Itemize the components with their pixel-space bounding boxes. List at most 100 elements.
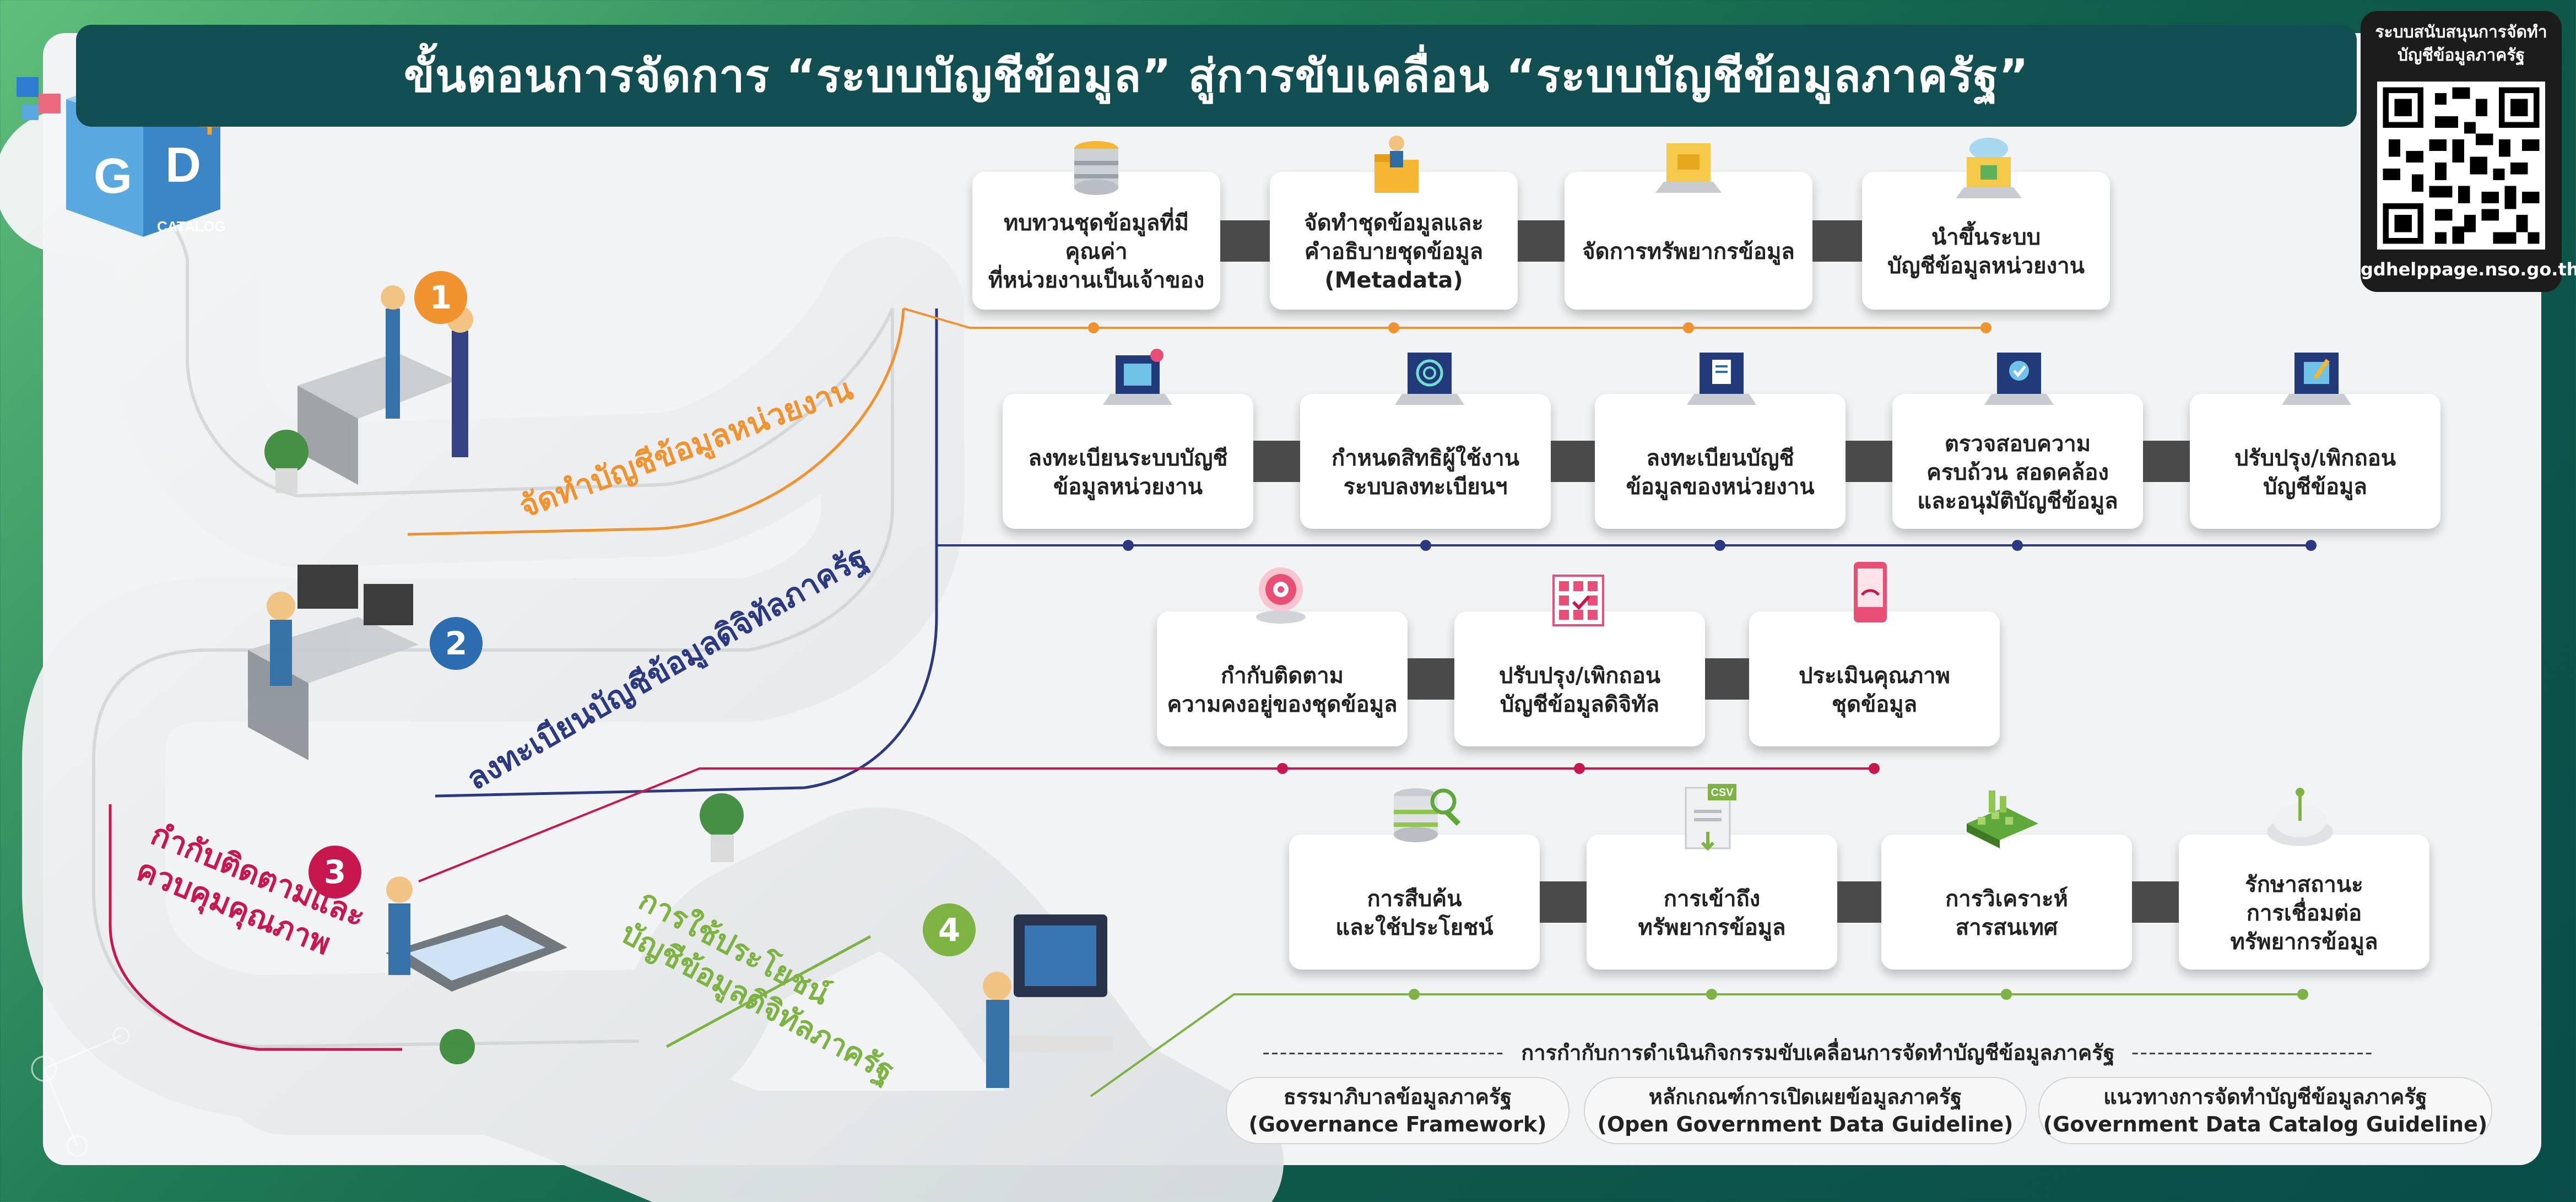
row4-card-access-resources: การเข้าถึงทรัพยากรข้อมูล (1587, 835, 1837, 970)
row1-connector (1812, 220, 1862, 262)
card-text-line: กำกับติดตาม (1220, 663, 1344, 689)
database-icon (1074, 141, 1118, 195)
card-text-line: จัดทำชุดข้อมูลและ (1304, 210, 1484, 236)
row3-card-update-digital-catalog: ปรับปรุง/เพิกถอนบัญชีข้อมูลดิจิทัล (1454, 611, 1705, 746)
governance-heading: ---------------------------- การกำกับการ… (1226, 1036, 2410, 1069)
card-text-line: ที่หน่วยงานเป็นเจ้าของ (988, 268, 1205, 293)
row1-card-prepare-metadata: จัดทำชุดข้อมูลและคำอธิบายชุดข้อมูล (Metad… (1270, 172, 1518, 310)
card-text-line: การเชื่อมต่อ (2246, 900, 2362, 926)
laptop-folder-icon (1655, 143, 1722, 193)
stage-2-number: 2 (430, 617, 483, 670)
pill-en-text: (Open Government Data Guideline) (1597, 1112, 2014, 1136)
card-text-line: นำขึ้นระบบ (1931, 225, 2041, 250)
pill-th-text: ธรรมาภิบาลข้อมูลภาครัฐ (1283, 1085, 1512, 1109)
row2-card-register-system: ลงทะเบียนระบบบัญชีข้อมูลหน่วยงาน (1003, 394, 1253, 529)
governance-title: การกำกับการดำเนินกิจกรรมขับเคลื่อนการจัด… (1521, 1040, 2115, 1065)
row1-connector (1518, 220, 1565, 262)
row3-connector (1705, 658, 1749, 700)
card-text-line: การเข้าถึง (1663, 886, 1761, 912)
folder-person-icon (1374, 136, 1419, 193)
row4-card-analytics: การวิเคราะห์สารสนเทศ (1881, 835, 2132, 970)
row3-connector (1408, 658, 1454, 700)
row1-card-manage-resources: จัดการทรัพยากรข้อมูล (1565, 172, 1812, 310)
card-text-line: ทรัพยากรข้อมูล (2230, 929, 2378, 955)
governance-framework-pill[interactable]: ธรรมาภิบาลข้อมูลภาครัฐ (Governance Frame… (1226, 1077, 1570, 1144)
card-text-line: กำหนดสิทธิผู้ใช้งาน (1331, 445, 1519, 471)
document-laptop-icon (1687, 353, 1756, 405)
card-text-line: และใช้ประโยชน์ (1335, 914, 1493, 940)
pill-th-text: หลักเกณฑ์การเปิดเผยข้อมูลภาครัฐ (1648, 1085, 1962, 1109)
row4-connector (1540, 881, 1587, 923)
row2-card-register-catalog: ลงทะเบียนบัญชีข้อมูลของหน่วยงาน (1595, 394, 1846, 529)
card-text-line: ข้อมูลของหน่วยงาน (1626, 474, 1815, 500)
card-text-line: การสืบค้น (1367, 886, 1462, 912)
card-text-line: (Metadata) (1324, 268, 1463, 293)
qr-support-box[interactable]: ระบบสนับสนุนการจัดทำ บัญชีข้อมูลภาครัฐ g… (2361, 11, 2576, 292)
card-text-line: ลงทะเบียนระบบบัญชี (1028, 445, 1228, 471)
row4-card-maintain-connection: รักษาสถานะการเชื่อมต่อทรัพยากรข้อมูล (2179, 835, 2429, 970)
card-text-line: บัญชีข้อมูลดิจิทัล (1500, 691, 1660, 717)
card-text-line: ทบทวนชุดข้อมูลที่มีคุณค่า (1003, 210, 1189, 264)
row2-connector (1253, 441, 1300, 482)
row1-connector (1220, 220, 1270, 262)
pill-en-text: (Governance Framework) (1248, 1112, 1547, 1136)
row2-connector (2143, 441, 2190, 482)
logo-catalog-text: CATALOG (157, 218, 226, 235)
row4-card-search-use: การสืบค้นและใช้ประโยชน์ (1289, 835, 1540, 970)
row4-connector (2132, 881, 2179, 923)
card-text-line: บัญชีข้อมูล (2263, 474, 2367, 500)
heading-dash-right: ---------------------------- (2131, 1040, 2374, 1064)
card-text-line: ตรวจสอบความ (1944, 431, 2091, 457)
card-text-line: คำอธิบายชุดข้อมูล (1304, 239, 1484, 264)
cloud-link-icon (2267, 788, 2333, 846)
stage-1-number: 1 (414, 271, 467, 324)
grid-check-icon (1552, 575, 1604, 626)
card-text-line: ลงทะเบียนบัญชี (1646, 445, 1794, 471)
page-title: ขั้นตอนการจัดการ “ระบบบัญชีข้อมูล” สู่กา… (76, 25, 2357, 127)
approval-laptop-icon (1984, 353, 2054, 405)
qr-url[interactable]: gdhelppage.nso.go.th (2361, 259, 2576, 280)
row4-connector (1837, 881, 1881, 923)
card-text-line: ครบถ้วน สอดคล้อง (1926, 459, 2109, 485)
target-icon (1256, 567, 1306, 624)
row1-card-upload-system: นำขึ้นระบบบัญชีข้อมูลหน่วยงาน (1862, 172, 2110, 310)
row2-connector (1846, 441, 1892, 482)
card-text-line: ปรับปรุง/เพิกถอน (1498, 663, 1661, 689)
qr-caption-line1: ระบบสนับสนุนการจัดทำ (2375, 23, 2547, 42)
qr-caption: ระบบสนับสนุนการจัดทำ บัญชีข้อมูลภาครัฐ (2361, 21, 2562, 67)
row2-card-verify-approve: ตรวจสอบความครบถ้วน สอดคล้องและอนุมัติบัญ… (1892, 394, 2143, 529)
quality-gauge-icon (1854, 562, 1887, 622)
stage-3-number: 3 (309, 846, 361, 898)
cloud-upload-icon (1956, 138, 2022, 198)
card-text-line: และอนุมัติบัญชีข้อมูล (1917, 488, 2118, 514)
card-text-line: รักษาสถานะ (2245, 871, 2363, 897)
edit-laptop-icon (2282, 353, 2351, 405)
row3-card-monitor-existence: กำกับติดตามความคงอยู่ของชุดข้อมูล (1157, 611, 1408, 746)
card-text-line: สารสนเทศ (1955, 914, 2058, 940)
card-text-line: ระบบลงทะเบียนฯ (1343, 474, 1508, 500)
qr-code-icon[interactable] (2377, 82, 2545, 250)
heading-dash-left: ---------------------------- (1262, 1040, 1505, 1064)
open-data-guideline-pill[interactable]: หลักเกณฑ์การเปิดเผยข้อมูลภาครัฐ (Open Go… (1584, 1077, 2027, 1144)
card-text-line: ความคงอยู่ของชุดข้อมูล (1167, 691, 1398, 717)
card-text-line: บัญชีข้อมูลหน่วยงาน (1887, 253, 2085, 279)
stage-4-number: 4 (923, 903, 976, 956)
card-text-line: ทรัพยากรข้อมูล (1638, 914, 1786, 940)
row2-connector (1551, 441, 1595, 482)
logo-letter-d: D (165, 138, 201, 193)
card-text-line: ชุดข้อมูล (1831, 691, 1918, 717)
database-search-icon (1394, 788, 1461, 842)
card-text-line: ข้อมูลหน่วยงาน (1053, 474, 1203, 500)
registration-laptop-icon (1103, 349, 1172, 405)
card-text-line: จัดการทรัพยากรข้อมูล (1582, 239, 1795, 264)
fingerprint-icon (1395, 353, 1464, 405)
csv-badge-text: CSV (1711, 787, 1734, 799)
data-catalog-guideline-pill[interactable]: แนวทางการจัดทำบัญชีข้อมูลภาครัฐ (Governm… (2038, 1077, 2492, 1144)
card-text-line: การวิเคราะห์ (1945, 886, 2068, 912)
pill-en-text: (Government Data Catalog Guideline) (2043, 1112, 2488, 1136)
csv-file-icon: CSV (1685, 784, 1736, 851)
qr-caption-line2: บัญชีข้อมูลภาครัฐ (2397, 46, 2525, 65)
card-text-line: ประเมินคุณภาพ (1799, 663, 1950, 689)
